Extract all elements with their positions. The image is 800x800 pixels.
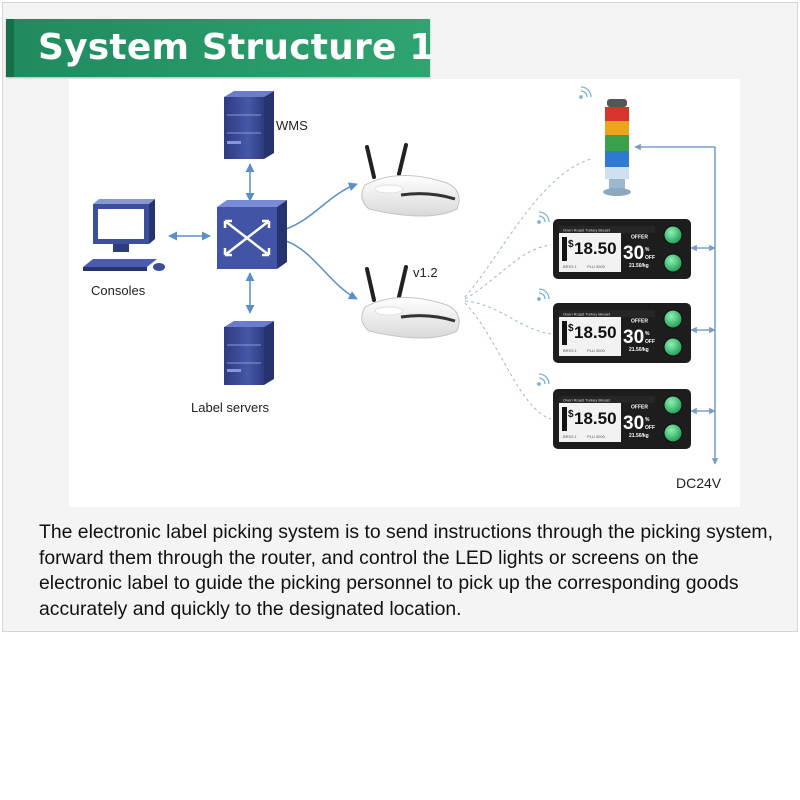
esl-plu: PLU 3000 bbox=[587, 434, 606, 439]
esl-offer: OFFER bbox=[631, 235, 648, 241]
esl-offer: OFFER bbox=[631, 405, 648, 411]
esl-percent: % bbox=[645, 247, 650, 253]
power-bus bbox=[634, 143, 719, 465]
slide: System Structure 1 bbox=[2, 2, 798, 632]
esl-percent: % bbox=[645, 417, 650, 423]
esl-offer: OFFER bbox=[631, 319, 648, 325]
esl-off: OFF bbox=[645, 425, 655, 431]
esl-discount: 30 bbox=[623, 243, 644, 264]
esl-plu: PLU 3000 bbox=[587, 264, 606, 269]
title-bar: System Structure 1 bbox=[6, 19, 434, 77]
esl-currency: $ bbox=[568, 323, 574, 334]
esl-price: 18.50 bbox=[574, 409, 617, 428]
description-text: The electronic label picking system is t… bbox=[39, 521, 773, 620]
system-diagram: WMS Consoles bbox=[69, 79, 740, 507]
esl-percent: % bbox=[645, 331, 650, 337]
wms-server-icon bbox=[224, 91, 274, 159]
esl-unit-price: 21.50/kg bbox=[629, 433, 649, 439]
esl-header: Oven Roast Turkey Breast bbox=[563, 312, 611, 317]
wireless-links bbox=[464, 158, 592, 420]
esl-currency: $ bbox=[568, 409, 574, 420]
esl-code: BRS3 1 bbox=[563, 348, 578, 353]
esl-unit-price: 21.50/kg bbox=[629, 347, 649, 353]
esl-code: BRS3 1 bbox=[563, 434, 578, 439]
esl-unit-price: 21.50/kg bbox=[629, 263, 649, 269]
label-servers-label: Label servers bbox=[191, 400, 270, 415]
esl-discount: 30 bbox=[623, 413, 644, 434]
consoles-label: Consoles bbox=[91, 283, 146, 298]
router-icon bbox=[361, 143, 460, 217]
electronic-label-icon: Oven Roast Turkey Breast $ 18.50 OFFER 3… bbox=[553, 219, 691, 279]
esl-off: OFF bbox=[645, 255, 655, 261]
label-server-icon bbox=[224, 321, 274, 385]
esl-off: OFF bbox=[645, 339, 655, 345]
wifi-icon bbox=[537, 373, 550, 386]
esl-header: Oven Roast Turkey Breast bbox=[563, 228, 611, 233]
esl-price: 18.50 bbox=[574, 323, 617, 342]
router-version-label: v1.2 bbox=[413, 265, 438, 280]
computer-icon bbox=[83, 199, 165, 271]
wifi-icon bbox=[579, 86, 592, 99]
esl-currency: $ bbox=[568, 239, 574, 250]
stack-light-icon bbox=[603, 99, 631, 196]
wifi-icon bbox=[537, 288, 550, 301]
esl-plu: PLU 3000 bbox=[587, 348, 606, 353]
electronic-label-icon: Oven Roast Turkey Breast $ 18.50 OFFER 3… bbox=[553, 389, 691, 449]
esl-price: 18.50 bbox=[574, 239, 617, 258]
esl-header: Oven Roast Turkey Breast bbox=[563, 398, 611, 403]
electronic-label-icon: Oven Roast Turkey Breast $ 18.50 OFFER 3… bbox=[553, 303, 691, 363]
switch-icon bbox=[217, 200, 287, 269]
wms-label: WMS bbox=[276, 118, 308, 133]
esl-code: BRS3 1 bbox=[563, 264, 578, 269]
power-label: DC24V bbox=[676, 475, 722, 491]
wifi-icon bbox=[537, 211, 550, 224]
title-accent bbox=[6, 19, 14, 77]
router-icon-2 bbox=[361, 265, 460, 339]
slide-title: System Structure 1 bbox=[38, 27, 435, 68]
network-links bbox=[168, 163, 358, 314]
esl-discount: 30 bbox=[623, 327, 644, 348]
